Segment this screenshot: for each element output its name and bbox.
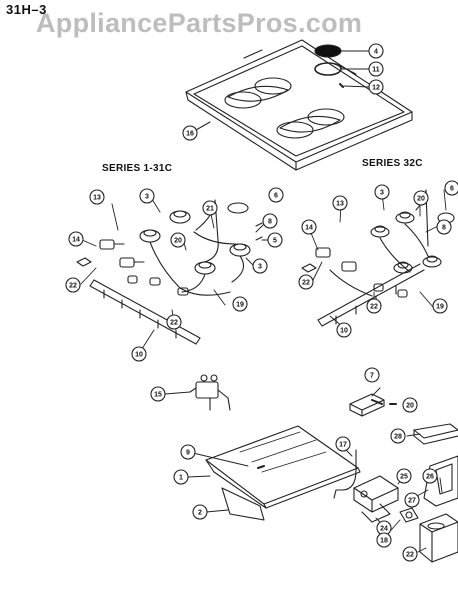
- callout-26: 26: [426, 474, 434, 481]
- callout-17: 17: [339, 442, 347, 449]
- fitting-18: [399, 507, 419, 523]
- callout-10: 10: [340, 328, 348, 335]
- component-1-panel: [205, 425, 361, 521]
- callout-21: 21: [206, 206, 214, 213]
- callout-22: 22: [406, 552, 414, 559]
- callout-9: 9: [186, 450, 190, 457]
- callout-22: 22: [170, 320, 178, 327]
- callout-18: 18: [380, 538, 388, 545]
- callout-12: 12: [372, 85, 380, 92]
- cooktop-panel: [185, 39, 413, 171]
- callout-3: 3: [258, 264, 262, 271]
- callout-24: 24: [380, 526, 388, 533]
- callout-4: 4: [374, 49, 378, 56]
- callout-5: 5: [273, 238, 277, 245]
- component-22-lower: [419, 513, 458, 563]
- bracket-28: [413, 423, 458, 445]
- screw-12: [339, 83, 344, 88]
- callout-3: 3: [380, 190, 384, 197]
- callout-27: 27: [408, 498, 416, 505]
- callout-1: 1: [179, 475, 183, 482]
- callout-22: 22: [302, 280, 310, 287]
- burner-cap-4: [314, 44, 342, 58]
- callout-2: 2: [198, 510, 202, 517]
- callout-16: 16: [186, 131, 194, 138]
- callout-19: 19: [236, 302, 244, 309]
- callout-15: 15: [154, 392, 162, 399]
- callout-8: 8: [268, 219, 272, 226]
- callout-14: 14: [305, 225, 313, 232]
- callout-13: 13: [336, 201, 344, 208]
- callout-20: 20: [406, 403, 414, 410]
- callout-13: 13: [93, 195, 101, 202]
- callout-22: 22: [370, 304, 378, 311]
- watermark: AppliancePartsPros.com: [36, 8, 363, 38]
- callout-10: 10: [135, 352, 143, 359]
- callout-20: 20: [417, 196, 425, 203]
- component-26: [423, 455, 458, 507]
- callout-14: 14: [72, 237, 80, 244]
- callout-6: 6: [450, 186, 454, 193]
- callout-6: 6: [274, 193, 278, 200]
- callout-11: 11: [372, 67, 380, 74]
- page-code: 31H–3: [6, 2, 47, 17]
- bracket-24: [361, 503, 391, 523]
- callout-20: 20: [174, 238, 182, 245]
- tube-17: [333, 449, 357, 499]
- callout-28: 28: [394, 434, 402, 441]
- series-label-left: SERIES 1-31C: [102, 163, 173, 174]
- component-7: [349, 393, 385, 417]
- callout-25: 25: [400, 474, 408, 481]
- callout-22: 22: [69, 283, 77, 290]
- callout-8: 8: [442, 225, 446, 232]
- series-label-right: SERIES 32C: [362, 158, 423, 169]
- callout-3: 3: [145, 194, 149, 201]
- callout-19: 19: [436, 304, 444, 311]
- component-15: [189, 374, 231, 411]
- component-25: [353, 475, 399, 513]
- series-1-31c-assembly: [76, 199, 263, 345]
- callout-7: 7: [370, 373, 374, 380]
